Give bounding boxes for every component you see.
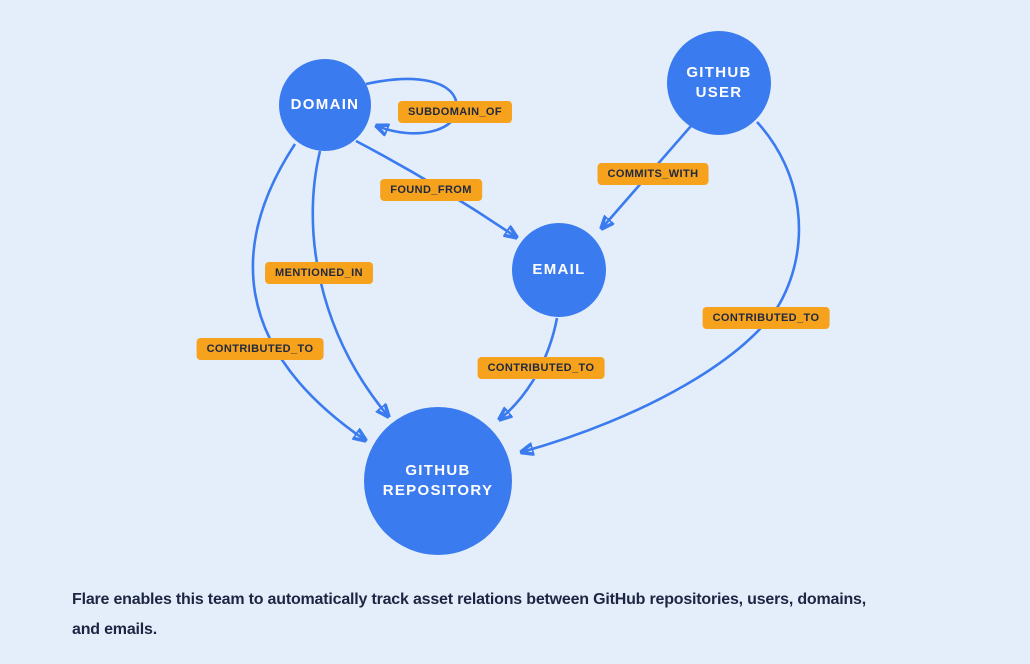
edge-label-contributed-to-email: CONTRIBUTED_TO <box>477 357 605 379</box>
node-email-label: EMAIL <box>532 260 586 278</box>
edge-label-commits-with: COMMITS_WITH <box>597 163 709 185</box>
edge-label-contributed-to-domain: CONTRIBUTED_TO <box>196 338 324 360</box>
edge-contributed-to-domain <box>251 143 365 440</box>
node-domain-label: DOMAIN <box>290 95 360 113</box>
node-email: EMAIL <box>512 223 606 317</box>
node-github-repository-label: GITHUB REPOSITORY <box>382 461 494 499</box>
node-domain: DOMAIN <box>279 59 371 151</box>
caption-line-2: and emails. <box>72 621 157 638</box>
caption-line-1: Flare enables this team to automatically… <box>72 591 866 608</box>
edge-label-mentioned-in: MENTIONED_IN <box>265 262 373 284</box>
edge-label-subdomain-of: SUBDOMAIN_OF <box>397 101 513 123</box>
node-github-user: GITHUB USER <box>667 31 771 135</box>
edge-label-found-from: FOUND_FROM <box>380 179 482 201</box>
diagram-caption: Flare enables this team to automatically… <box>72 585 866 645</box>
edge-label-contributed-to-user: CONTRIBUTED_TO <box>702 307 830 329</box>
node-github-user-label: GITHUB USER <box>686 63 752 101</box>
node-github-repository: GITHUB REPOSITORY <box>364 407 512 555</box>
